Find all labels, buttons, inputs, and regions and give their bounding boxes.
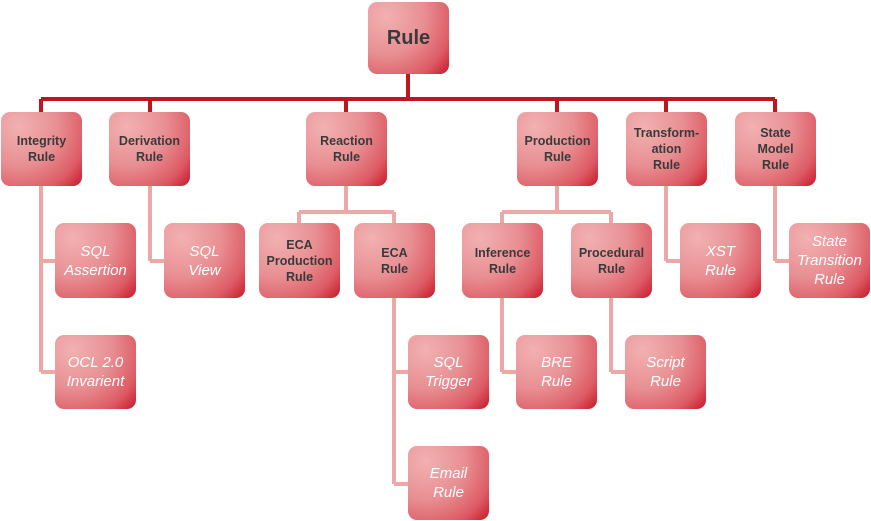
xst-rule-label: XST Rule xyxy=(705,242,736,279)
eca-production-rule-label: ECA Production Rule xyxy=(266,237,333,284)
email-rule-label: Email Rule xyxy=(429,465,468,501)
ocl-invariant-node: OCL 2.0 Invarient xyxy=(55,335,136,409)
derivation-rule-node: Derivation Rule xyxy=(109,112,190,186)
inference-rule-label: Inference Rule xyxy=(474,245,531,276)
sql-trigger-node: SQL Trigger xyxy=(408,335,489,409)
rule-root-label: Rule xyxy=(386,26,431,49)
derivation-rule-label: Derivation Rule xyxy=(118,134,181,164)
sql-assertion-node: SQL Assertion xyxy=(55,223,136,298)
sql-view-label: SQL View xyxy=(188,242,221,279)
procedural-rule-label: Procedural Rule xyxy=(578,245,645,276)
state-transition-rule-node: State Transition Rule xyxy=(789,223,870,298)
script-rule-label: Script Rule xyxy=(646,354,685,390)
bre-rule-node: BRE Rule xyxy=(516,335,597,409)
email-rule-node: Email Rule xyxy=(408,446,489,520)
state-model-rule-label: State Model Rule xyxy=(757,126,794,172)
reaction-rule-label: Reaction Rule xyxy=(320,134,373,164)
rule-root-node: Rule xyxy=(368,2,449,74)
sql-trigger-label: SQL Trigger xyxy=(425,354,472,390)
transformation-rule-label: Transform- ation Rule xyxy=(633,126,700,172)
state-transition-rule-label: State Transition Rule xyxy=(797,233,862,288)
bre-rule-label: BRE Rule xyxy=(541,354,572,390)
procedural-rule-node: Procedural Rule xyxy=(571,223,652,298)
script-rule-node: Script Rule xyxy=(625,335,706,409)
eca-production-rule-node: ECA Production Rule xyxy=(259,223,340,298)
integrity-rule-node: Integrity Rule xyxy=(1,112,82,186)
state-model-rule-node: State Model Rule xyxy=(735,112,816,186)
production-rule-node: Production Rule xyxy=(517,112,598,186)
integrity-rule-label: Integrity Rule xyxy=(16,134,67,164)
transformation-rule-node: Transform- ation Rule xyxy=(626,112,707,186)
production-rule-label: Production Rule xyxy=(524,134,591,164)
eca-rule-node: ECA Rule xyxy=(354,223,435,298)
ocl-invariant-label: OCL 2.0 Invarient xyxy=(66,354,125,390)
sql-view-node: SQL View xyxy=(164,223,245,298)
inference-rule-node: Inference Rule xyxy=(462,223,543,298)
xst-rule-node: XST Rule xyxy=(680,223,761,298)
eca-rule-label: ECA Rule xyxy=(380,245,409,276)
sql-assertion-label: SQL Assertion xyxy=(64,242,127,279)
reaction-rule-node: Reaction Rule xyxy=(306,112,387,186)
